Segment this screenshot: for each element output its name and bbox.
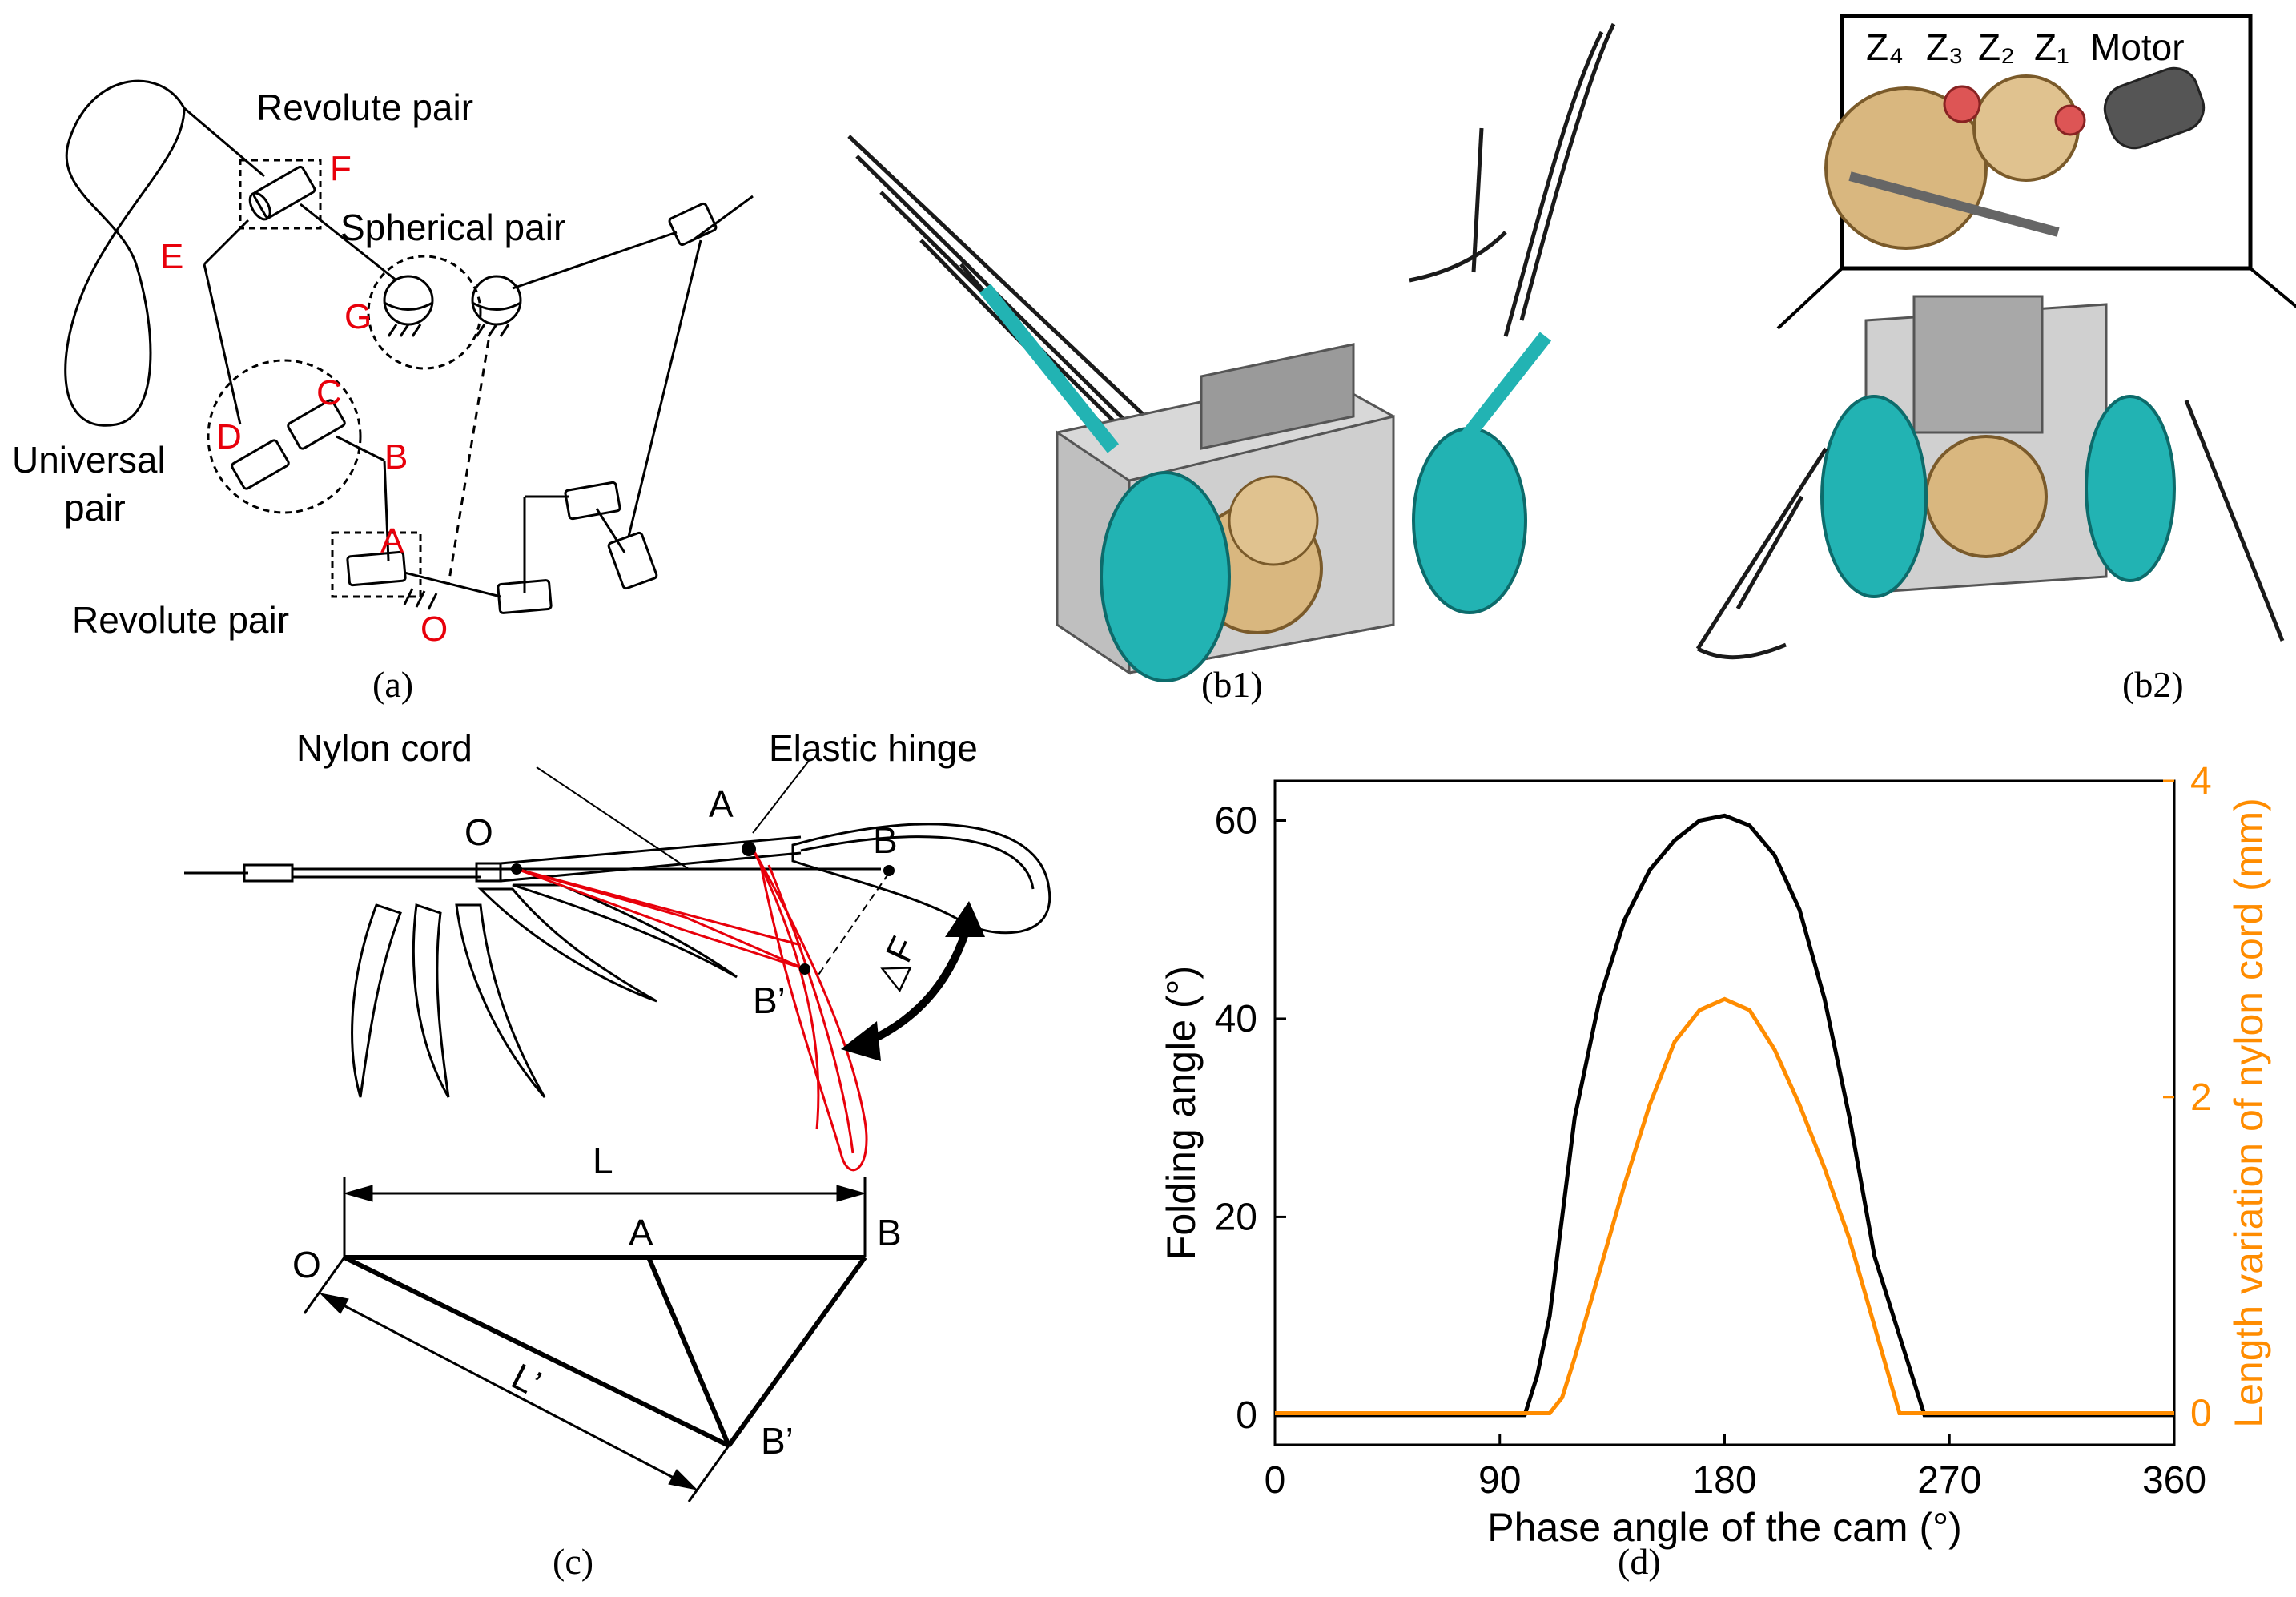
label-c-B: B: [873, 819, 898, 861]
gear-z4: [1824, 86, 1988, 250]
plot-frame: [1273, 779, 2176, 1446]
label-spherical-pair: Spherical pair: [340, 207, 565, 248]
fold-arrow: [867, 919, 973, 1045]
label-z3: Z₃: [1926, 26, 1964, 68]
caption-b1: (b1): [1201, 664, 1263, 705]
label-Lprime: L’: [505, 1355, 548, 1404]
point-C: C: [316, 373, 342, 412]
y-axis-label-left: Folding angle (°): [1159, 966, 1204, 1260]
left-wing-feathers: [847, 135, 1147, 418]
y-right-tick-label: 2: [2190, 1076, 2212, 1119]
panel-c-wing-folding-diagram: Nylon cord Elastic hinge O A B B’ △F L O…: [184, 727, 1051, 1582]
x-tick-label: 270: [1917, 1459, 1981, 1502]
point-F: F: [330, 149, 352, 188]
segment-OBprime: [343, 1255, 730, 1448]
x-tick-label: 0: [1265, 1459, 1286, 1502]
label-revolute-pair-top: Revolute pair: [256, 86, 473, 128]
y-tick-label: 20: [1215, 1196, 1257, 1238]
label-tri-Bprime: B’: [761, 1420, 794, 1462]
panel-b1-prototype-render: (b1): [847, 22, 1616, 705]
label-nylon-cord: Nylon cord: [296, 727, 472, 769]
label-c-O: O: [464, 811, 493, 853]
b2-left-cam: [1820, 395, 1928, 598]
label-motor: Motor: [2090, 26, 2185, 68]
right-wing-feathers: [1519, 22, 1616, 321]
point-B: B: [384, 437, 408, 477]
segment-BBprime: [726, 1256, 867, 1447]
y-right-tick-label: 4: [2190, 760, 2212, 803]
caption-c: (c): [553, 1541, 593, 1582]
label-elastic-hinge: Elastic hinge: [769, 727, 978, 769]
point-E: E: [160, 237, 183, 276]
label-c-A: A: [709, 783, 734, 825]
x-axis-label: Phase angle of the cam (°): [1487, 1505, 1962, 1550]
caption-b2: (b2): [2122, 664, 2184, 705]
caption-d: (d): [1618, 1541, 1661, 1582]
label-revolute-pair-bottom: Revolute pair: [72, 599, 289, 641]
b1-left-cam: [1100, 471, 1231, 682]
y-tick-label: 60: [1215, 799, 1257, 842]
panel-b2-prototype-render: Z₄ Z₃ Z₂ Z₁ Motor (b2): [1695, 14, 2296, 705]
gear-z1: [2054, 104, 2086, 136]
b2-right-cam: [2085, 395, 2176, 582]
gear-z3: [1943, 85, 1981, 123]
panel-a-kinematic-diagram: Revolute pair Spherical pair Universal p…: [12, 79, 754, 705]
caption-a: (a): [372, 664, 413, 705]
label-tri-B: B: [877, 1212, 902, 1253]
folded-wing-red: [751, 848, 868, 1172]
outer-wing: [791, 823, 1051, 935]
wingtip-trajectory-curve: [64, 79, 186, 427]
y-tick-label: 0: [1236, 1394, 1257, 1437]
y-tick-label: 40: [1215, 998, 1257, 1040]
label-tri-O: O: [292, 1244, 321, 1285]
label-z2: Z₂: [1978, 26, 2015, 68]
label-universal: Universal: [12, 439, 166, 481]
label-c-Bprime: B’: [753, 980, 786, 1021]
label-L: L: [593, 1140, 613, 1181]
panel-d-chart: 0 90 180 270 360 0 20 40 60 0 2 4 Phase angle of …: [1159, 760, 2271, 1582]
x-tick-label: 90: [1478, 1459, 1521, 1502]
series-line-length-variation: [1275, 996, 2174, 1415]
b1-right-cam: [1412, 427, 1527, 614]
label-pair: pair: [64, 487, 126, 529]
point-A: A: [380, 521, 404, 561]
label-delta-F: △F: [865, 931, 924, 995]
y-right-tick-label: 0: [2190, 1393, 2212, 1435]
point-G: G: [344, 297, 372, 336]
y-axis-label-right: Length variation of nylon cord (mm): [2226, 798, 2271, 1427]
point-O: O: [420, 609, 448, 649]
segment-ABprime: [646, 1256, 731, 1447]
label-z1: Z₁: [2034, 26, 2069, 68]
series-line-folding-angle: [1275, 813, 2174, 1418]
point-D: D: [216, 417, 242, 457]
label-tri-A: A: [629, 1212, 653, 1253]
x-tick-label: 180: [1692, 1459, 1756, 1502]
label-z4: Z₄: [1866, 26, 1904, 68]
x-tick-label: 360: [2142, 1459, 2206, 1502]
motor: [2103, 66, 2206, 150]
